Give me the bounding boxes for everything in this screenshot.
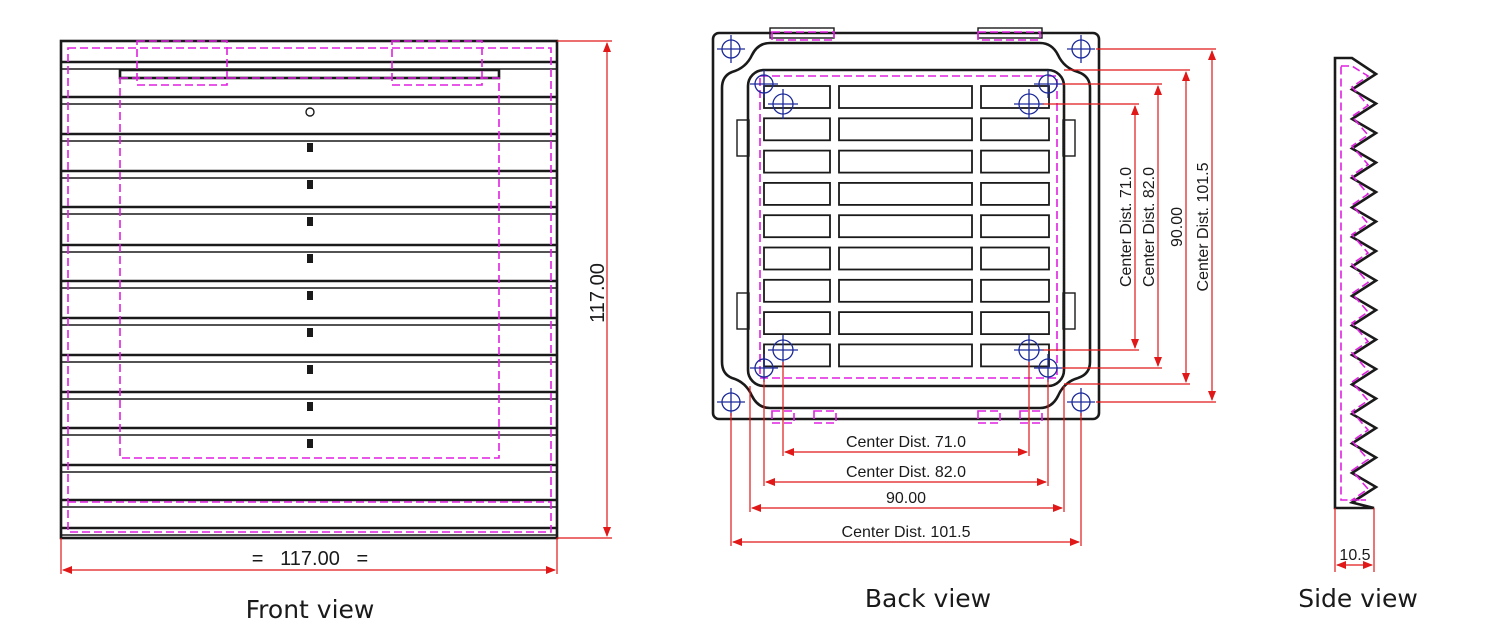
front-hidden-latch-left xyxy=(136,40,228,86)
back-slot xyxy=(763,246,831,271)
back-dim82-label: Center Dist. 82.0 xyxy=(846,464,966,481)
back-slot xyxy=(763,149,831,174)
back-slot xyxy=(980,214,1050,239)
back-slot xyxy=(763,278,831,303)
side-hidden-profile xyxy=(1340,65,1370,501)
back-slot xyxy=(763,181,831,206)
back-slot xyxy=(838,246,973,271)
back-slot xyxy=(980,181,1050,206)
front-center-tick xyxy=(307,365,313,374)
back-slot xyxy=(763,214,831,239)
back-hidden-outline xyxy=(759,75,1058,379)
back-slot xyxy=(838,149,973,174)
front-center-ticks xyxy=(307,143,313,448)
back-hidden-foot-3 xyxy=(977,410,1001,424)
front-center-tick xyxy=(307,254,313,263)
back-vdim82-label: Center Dist. 82.0 xyxy=(1141,167,1158,287)
back-dim101-label: Center Dist. 101.5 xyxy=(842,524,971,541)
front-width-label: = 117.00 = xyxy=(252,548,368,570)
front-view: 117.00 = 117.00 = Front view xyxy=(59,39,612,624)
side-view-caption: Side view xyxy=(1298,584,1418,613)
back-dim90-label: 90.00 xyxy=(886,490,926,507)
back-hidden-foot-4 xyxy=(1019,410,1043,424)
back-vdim71-label: Center Dist. 71.0 xyxy=(1118,167,1135,287)
front-height-label: 117.00 xyxy=(587,263,609,323)
side-profile xyxy=(1333,56,1379,510)
side-view: 10.5 Side view xyxy=(1298,56,1418,613)
back-slot xyxy=(980,278,1050,303)
front-hidden-opening xyxy=(119,77,500,459)
back-inner-rim xyxy=(720,41,1092,410)
front-center-tick xyxy=(307,143,313,152)
front-hidden-latch-right xyxy=(391,40,483,86)
back-vertical-dimensions: Center Dist. 71.0 Center Dist. 82.0 90.0… xyxy=(1043,48,1216,403)
back-slots xyxy=(763,85,1050,368)
back-dim71-label: Center Dist. 71.0 xyxy=(846,434,966,451)
back-latch-left-upper xyxy=(736,119,750,157)
back-slot xyxy=(763,85,831,109)
back-slot xyxy=(838,214,973,239)
back-slot xyxy=(763,117,831,142)
front-center-tick xyxy=(307,328,313,337)
back-hidden-foot-1 xyxy=(771,410,795,424)
back-hidden-foot-2 xyxy=(813,410,837,424)
front-louvers xyxy=(61,60,557,536)
back-outer-frame xyxy=(711,31,1101,421)
back-slot xyxy=(763,311,831,336)
front-center-tick xyxy=(307,402,313,411)
back-vdim90-label: 90.00 xyxy=(1169,207,1186,247)
front-view-frame xyxy=(59,39,559,540)
back-horizontal-dimensions: Center Dist. 71.0 Center Dist. 82.0 90.0… xyxy=(730,362,1082,546)
back-hidden-tab-top-right xyxy=(977,31,1041,41)
front-center-dot xyxy=(305,107,315,117)
back-slot xyxy=(980,85,1050,109)
front-center-tick xyxy=(307,291,313,300)
back-latch-right-lower xyxy=(1062,292,1076,330)
back-slot xyxy=(980,246,1050,271)
back-view: Center Dist. 71.0 Center Dist. 82.0 90.0… xyxy=(711,27,1216,613)
back-vdim101-label: Center Dist. 101.5 xyxy=(1195,162,1212,291)
front-hidden-outline xyxy=(67,47,552,533)
back-slot xyxy=(838,181,973,206)
back-slot xyxy=(980,311,1050,336)
front-view-caption: Front view xyxy=(246,595,375,624)
back-slot xyxy=(838,278,973,303)
front-center-tick xyxy=(307,439,313,448)
back-slot xyxy=(980,117,1050,142)
back-slot xyxy=(838,117,973,142)
back-view-caption: Back view xyxy=(865,584,991,613)
back-hidden-tab-top-left xyxy=(771,31,835,41)
back-slot xyxy=(838,343,973,368)
back-latch-left-lower xyxy=(736,292,750,330)
back-holes xyxy=(717,35,1095,416)
front-center-tick xyxy=(307,217,313,226)
back-grille-frame xyxy=(746,68,1066,388)
back-slot xyxy=(838,311,973,336)
side-depth-label: 10.5 xyxy=(1339,547,1370,564)
front-center-tick xyxy=(307,180,313,189)
back-slot xyxy=(980,149,1050,174)
back-latch-right-upper xyxy=(1062,119,1076,157)
back-slot xyxy=(838,85,973,109)
front-top-inner-rail xyxy=(118,68,501,80)
